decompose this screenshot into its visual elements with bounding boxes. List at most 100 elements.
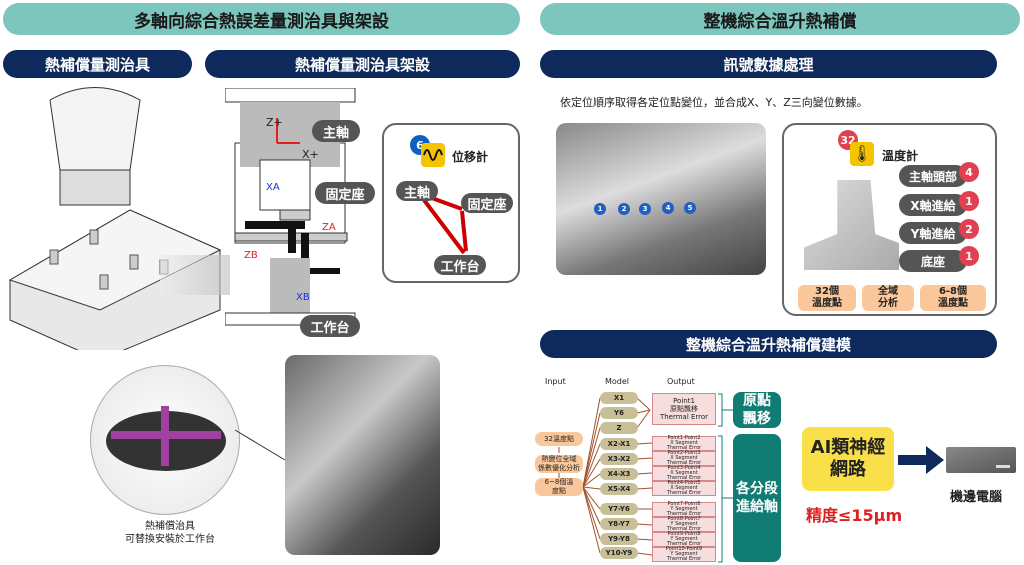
x-axis-label: X+ [302, 148, 319, 161]
out-line: Point1 [673, 397, 695, 405]
origin-drift-group: 原點 飄移 [733, 392, 781, 428]
out-line: Point8-Point7 [667, 516, 701, 522]
xa-label: XA [266, 182, 280, 193]
out-line: Y Segment [670, 536, 698, 542]
zb-label: ZB [244, 250, 258, 261]
header-model: Model [605, 377, 630, 386]
out-line: Point9-Point8 [667, 531, 701, 537]
worktable-label: 工作台 [300, 315, 360, 337]
out-line: Y Segment [670, 506, 698, 512]
part-base: 底座 [899, 250, 967, 272]
fixture-render [90, 365, 240, 515]
out-line: 原點飄移 [670, 405, 698, 413]
signal-title: 訊號數據處理 [540, 50, 997, 78]
model-title: 整機綜合溫升熱補償建模 [540, 330, 997, 358]
model-chip: Y8-Y7 [600, 518, 638, 530]
model-chip: X5-X4 [600, 483, 638, 495]
displacement-label: 位移計 [452, 150, 489, 164]
out-line: Thermal Error [666, 490, 702, 496]
model-chip: X4-X3 [600, 468, 638, 480]
header-output: Output [667, 377, 695, 386]
arrow-right-icon [898, 446, 944, 474]
displacement-box: 6 位移計 主軸 固定座 工作台 [382, 123, 520, 283]
model-chip: X1 [600, 392, 638, 404]
out-line: Point2-Point3 [667, 450, 701, 456]
wave-icon [421, 143, 445, 167]
out-line: Point1-Point2 [667, 435, 701, 441]
header-input: Input [545, 377, 566, 386]
out-line: X Segment [670, 485, 698, 491]
out-line: Thermal Error [666, 475, 702, 481]
part-count-badge: 1 [959, 191, 979, 211]
step-global-analysis: 全域 分析 [862, 285, 914, 311]
out-line: Point10-Point9 [665, 546, 703, 552]
out-line: Thermal Error [666, 541, 702, 547]
disp-worktable: 工作台 [434, 255, 486, 275]
model-chip: Y7-Y6 [600, 503, 638, 515]
model-chip: X2-X1 [600, 438, 638, 450]
out-line: X Segment [670, 440, 698, 446]
part-x-feed: X軸進給 [899, 194, 967, 216]
fixture-drawing [8, 87, 222, 350]
fixture-caption: 熱補償治具可替換安裝於工作台 [115, 520, 225, 546]
right-section-header: 整機綜合溫升熱補償 [540, 3, 1020, 35]
spindle-label: 主軸 [312, 120, 360, 142]
caption-line-1: 熱補償治具 [145, 521, 195, 532]
fixture-title: 熱補償量測治具 [3, 50, 192, 78]
point-badge: 4 [662, 202, 674, 214]
out-line: Y Segment [670, 521, 698, 527]
part-y-feed: Y軸進給 [899, 222, 967, 244]
thermometer-label: 溫度計 [882, 149, 919, 163]
disp-spindle: 主軸 [396, 181, 438, 201]
part-count-badge: 4 [959, 162, 979, 182]
input-global-analysis: 熱變位全域 係數優化分析 [535, 455, 583, 473]
out-line: X Segment [670, 470, 698, 476]
edge-computer-label: 機邊電腦 [950, 490, 1003, 505]
machine-photo: 1 2 3 4 5 [556, 123, 766, 275]
setup-photo [285, 355, 440, 555]
zoom-beam [160, 255, 230, 295]
left-section-header: 多軸向綜合熱誤差量測治具與架設 [3, 3, 520, 35]
point-badge: 5 [684, 202, 696, 214]
out-line: Thermal Error [666, 460, 702, 466]
thermometer-box: 32 🌡 溫度計 主軸頭部 4 X軸進給 1 Y軸進給 2 底座 1 32個 溫… [782, 123, 997, 316]
model-chip: Y10-Y9 [600, 547, 638, 559]
model-chip: Y9-Y8 [600, 533, 638, 545]
out-line: Thermal Error [659, 413, 709, 421]
accuracy-label: 精度≤15μm [806, 506, 903, 525]
out-line: Thermal Error [666, 445, 702, 451]
point-badge: 3 [639, 203, 651, 215]
model-chip: Z [600, 422, 638, 434]
segment-feed-group: 各分段 進給軸 [733, 434, 781, 562]
out-line: X Segment [670, 455, 698, 461]
step-6-8-points: 6-8個 溫度點 [920, 285, 986, 311]
out-line: Point3-Point4 [667, 465, 701, 471]
z-axis-label: Z+ [266, 116, 283, 129]
input-6-8-points: 6~8個溫 度點 [535, 478, 583, 496]
out-line: Thermal Error [666, 511, 702, 517]
part-count-badge: 2 [959, 219, 979, 239]
thermometer-icon: 🌡 [850, 142, 874, 166]
part-spindle-head: 主軸頭部 [899, 165, 967, 187]
signal-description: 依定位順序取得各定位點變位，並合成X、Y、Z三向變位數據。 [560, 96, 868, 109]
out-line: Y Segment [670, 551, 698, 557]
ai-neural-network: AI類神經 網路 [802, 427, 894, 491]
model-chip: Y6 [600, 407, 638, 419]
model-chip: X3-X2 [600, 453, 638, 465]
part-count-badge: 1 [959, 246, 979, 266]
out-line: Thermal Error [666, 556, 702, 562]
za-label: ZA [322, 222, 336, 233]
disp-fixed-seat: 固定座 [461, 193, 513, 213]
input-32-points: 32溫度點 [535, 432, 583, 446]
point-badge: 2 [618, 203, 630, 215]
step-32-points: 32個 溫度點 [798, 285, 856, 311]
